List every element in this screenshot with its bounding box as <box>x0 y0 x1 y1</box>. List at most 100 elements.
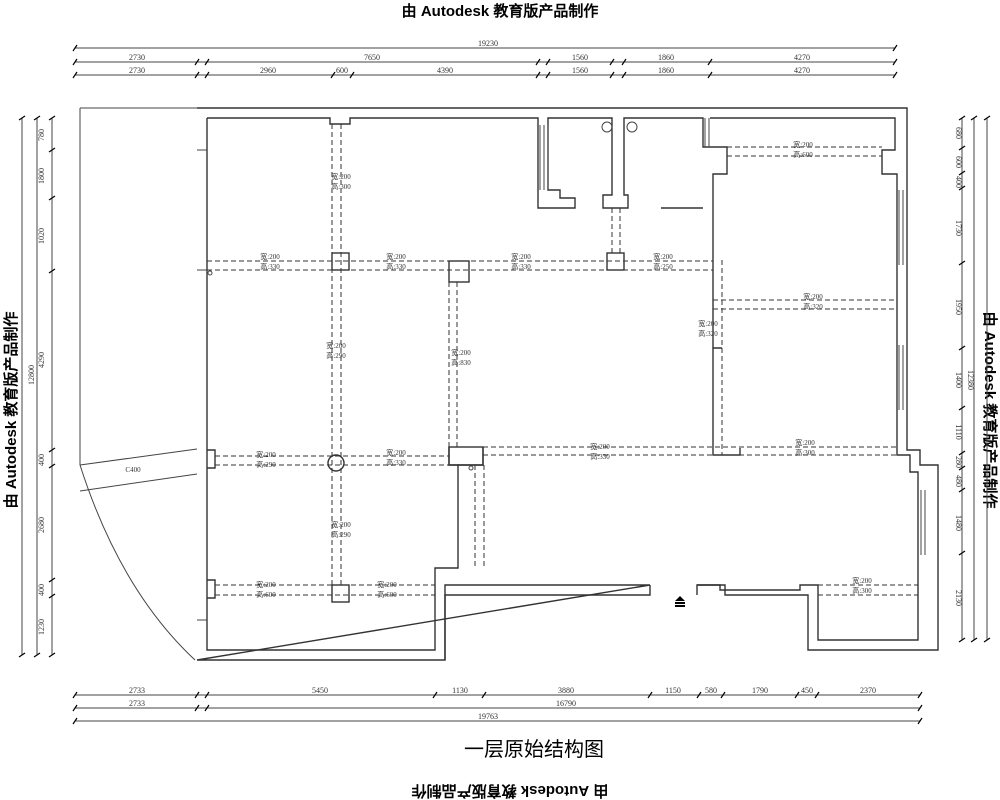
dim-label: 280 <box>954 456 963 468</box>
column <box>448 260 470 283</box>
beam-height: 高:290 <box>256 460 276 469</box>
dim-label: 1230 <box>37 619 46 635</box>
beam-width: 宽:200 <box>451 348 471 357</box>
beam-width: 宽:200 <box>803 292 823 301</box>
dim-label: 1020 <box>37 228 46 244</box>
beams <box>207 124 918 596</box>
dim-total-top: 19230 <box>478 39 498 48</box>
dim-label: 4390 <box>437 66 453 75</box>
beam-width: 宽:200 <box>653 252 673 261</box>
drawing-title: 一层原始结构图 <box>464 737 604 761</box>
dim-label: 400 <box>37 584 46 596</box>
beam-height: 高:290 <box>326 351 346 360</box>
beam-width: 宽:200 <box>377 580 397 589</box>
beam-height: 高:600 <box>377 590 397 599</box>
dim-label: 5450 <box>312 686 328 695</box>
dim-label: 400 <box>954 176 963 188</box>
column <box>331 584 350 603</box>
dim-label: 2130 <box>954 590 963 606</box>
dim-label: 3880 <box>558 686 574 695</box>
dim-label: 7650 <box>364 53 380 62</box>
beam-height: 高:600 <box>793 150 813 159</box>
beam-width: 宽:200 <box>793 140 813 149</box>
dim-label: 1130 <box>452 686 468 695</box>
beam-height: 高:300 <box>852 586 872 595</box>
beam-height: 高:320 <box>803 302 823 311</box>
beam-width: 宽:200 <box>331 520 351 529</box>
beam-width: 宽:200 <box>590 442 610 451</box>
beam-width: 宽:200 <box>260 252 280 261</box>
beam-height: 高:320 <box>698 329 718 338</box>
walls <box>196 107 939 661</box>
beam-height: 高:250 <box>653 262 673 271</box>
column <box>448 446 484 466</box>
dim-label: 400 <box>37 454 46 466</box>
beam-height: 高:600 <box>256 590 276 599</box>
beam-height: 高:300 <box>795 448 815 457</box>
dim-label: 600 <box>954 156 963 168</box>
bottom-dimensions: 2733 5450 1130 3880 1150 580 1790 450 23… <box>72 686 923 725</box>
beam-width: 宽:200 <box>386 252 406 261</box>
dim-label: 450 <box>801 686 813 695</box>
left-dimensions: 780 1800 1020 4290 400 2680 400 1230 128… <box>18 115 56 658</box>
beam-height: 高:330 <box>590 452 610 461</box>
beam-height: 高:330 <box>511 262 531 271</box>
beam-width: 宽:200 <box>326 341 346 350</box>
dim-label: 1480 <box>954 515 963 531</box>
round-column <box>327 454 345 472</box>
dim-label: 2730 <box>129 53 145 62</box>
dim-label: 1860 <box>658 66 674 75</box>
beam-width: 宽:200 <box>256 450 276 459</box>
beam-height: 高:330 <box>260 262 280 271</box>
dim-total-left: 12800 <box>27 365 36 385</box>
curved-exterior-wall: C400 <box>79 107 198 661</box>
beam-width: 宽:200 <box>386 448 406 457</box>
beam-height: 高:300 <box>331 182 351 191</box>
dim-label: 4270 <box>794 66 810 75</box>
dim-label: 1800 <box>37 168 46 184</box>
watermark-right: 由 Autodesk 教育版产品制作 <box>981 312 999 509</box>
dim-label: 2733 <box>129 699 145 708</box>
dim-total-bottom: 19763 <box>478 712 498 721</box>
beam-height: 高:830 <box>451 358 471 367</box>
beam-height: 高:330 <box>386 458 406 467</box>
dim-label: 1110 <box>954 424 963 439</box>
dim-label: 580 <box>705 686 717 695</box>
dim-label: 1860 <box>658 53 674 62</box>
dim-label: 1150 <box>665 686 681 695</box>
dim-label: 2370 <box>860 686 876 695</box>
dim-label: 16790 <box>556 699 576 708</box>
beam-height: 高:290 <box>331 530 351 539</box>
dim-total-right: 12380 <box>966 370 975 390</box>
beam-width: 宽:200 <box>256 580 276 589</box>
dim-label: 2960 <box>260 66 276 75</box>
dim-label: 4290 <box>37 352 46 368</box>
dim-label: 600 <box>336 66 348 75</box>
dim-label: 680 <box>954 127 963 139</box>
beam-width: 宽:200 <box>511 252 531 261</box>
columns <box>327 252 625 603</box>
top-dimensions: 19230 2730 7650 1560 1860 4270 2730 2960… <box>72 39 898 79</box>
dim-label: 4270 <box>794 53 810 62</box>
dim-label: 2680 <box>37 517 46 533</box>
beam-width: 宽:200 <box>698 319 718 328</box>
right-dimensions: 680 600 400 1730 1950 1400 1110 280 480 … <box>954 115 991 643</box>
beam-height: 高:330 <box>386 262 406 271</box>
dim-label: 2733 <box>129 686 145 695</box>
dim-label: 1730 <box>954 220 963 236</box>
dim-label: 780 <box>37 129 46 141</box>
watermark-bottom: 由 Autodesk 教育版产品制作 <box>412 782 609 800</box>
dim-label: 1560 <box>572 53 588 62</box>
dim-label: 1790 <box>752 686 768 695</box>
dim-label: 1950 <box>954 299 963 315</box>
entrance-arrow-icon <box>675 596 685 607</box>
beam-width: 宽:200 <box>795 438 815 447</box>
beam-labels: 宽:200 高:300 宽:200 高:330 宽:200 高:330 宽:20… <box>256 140 872 599</box>
beam-width: 宽:200 <box>852 576 872 585</box>
wedge-label: C400 <box>125 466 141 474</box>
dim-label: 1560 <box>572 66 588 75</box>
dim-label: 1400 <box>954 372 963 388</box>
dim-label: 480 <box>954 475 963 487</box>
watermark-top: 由 Autodesk 教育版产品制作 <box>402 2 599 20</box>
